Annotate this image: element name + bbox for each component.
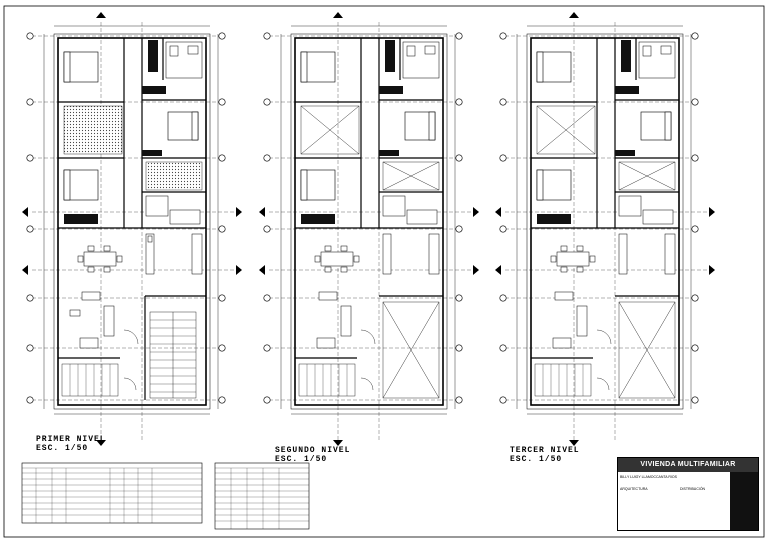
- window-schedule-table: [214, 462, 310, 530]
- level-2-scale: ESC. 1/50: [275, 455, 328, 464]
- level-2-title: SEGUNDO NIVEL ESC. 1/50: [275, 446, 350, 464]
- sheet-title: DISTRIBUCIÓN: [680, 487, 706, 491]
- level-3-scale: ESC. 1/50: [510, 455, 563, 464]
- floor-plan-level-3: [495, 12, 715, 446]
- level-1-scale: ESC. 1/50: [36, 444, 89, 453]
- level-3-name: TERCER NIVEL: [510, 446, 580, 455]
- discipline-label: ARQUITECTURA: [620, 487, 648, 491]
- door-window-schedule-table: [21, 462, 203, 524]
- level-3-title: TERCER NIVEL ESC. 1/50: [510, 446, 580, 464]
- level-2-name: SEGUNDO NIVEL: [275, 446, 351, 455]
- floor-plan-level-2: [259, 12, 479, 446]
- level-1-title: PRIMER NIVEL ESC. 1/50: [36, 435, 106, 453]
- title-block-black-band: [730, 472, 758, 530]
- owner-name: BILLY LUIGY LLAMOCCANTA RIOS: [620, 475, 677, 479]
- floor-plan-level-1: [22, 12, 242, 446]
- project-title: VIVIENDA MULTIFAMILIAR: [618, 458, 758, 472]
- title-block: VIVIENDA MULTIFAMILIAR BILLY LUIGY LLAMO…: [617, 457, 759, 531]
- level-1-name: PRIMER NIVEL: [36, 435, 106, 444]
